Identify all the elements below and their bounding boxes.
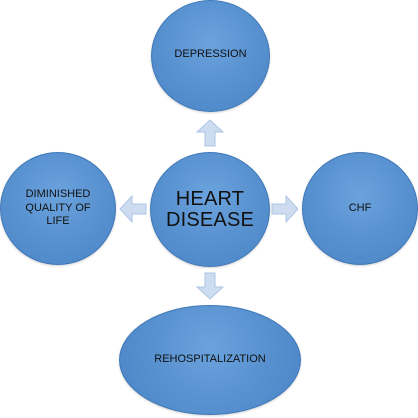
node-heart-disease: HEART DISEASE xyxy=(150,152,270,267)
node-rehospitalization: REHOSPITALIZATION xyxy=(119,305,301,415)
node-chf-label: CHF xyxy=(348,201,372,214)
arrow-down-icon xyxy=(195,272,225,300)
arrow-left-icon xyxy=(119,194,147,224)
node-chf: CHF xyxy=(302,152,418,265)
node-diminished-label: DIMINISHED QUALITY OF LIFE xyxy=(25,187,91,228)
node-rehospitalization-label: REHOSPITALIZATION xyxy=(154,353,266,366)
node-diminished-quality-of-life: DIMINISHED QUALITY OF LIFE xyxy=(0,152,116,265)
arrow-up-icon xyxy=(195,119,225,147)
node-depression: DEPRESSION xyxy=(151,0,270,112)
arrow-right-icon xyxy=(271,194,299,224)
node-depression-label: DEPRESSION xyxy=(174,48,247,61)
node-heart-disease-label: HEART DISEASE xyxy=(165,187,255,231)
